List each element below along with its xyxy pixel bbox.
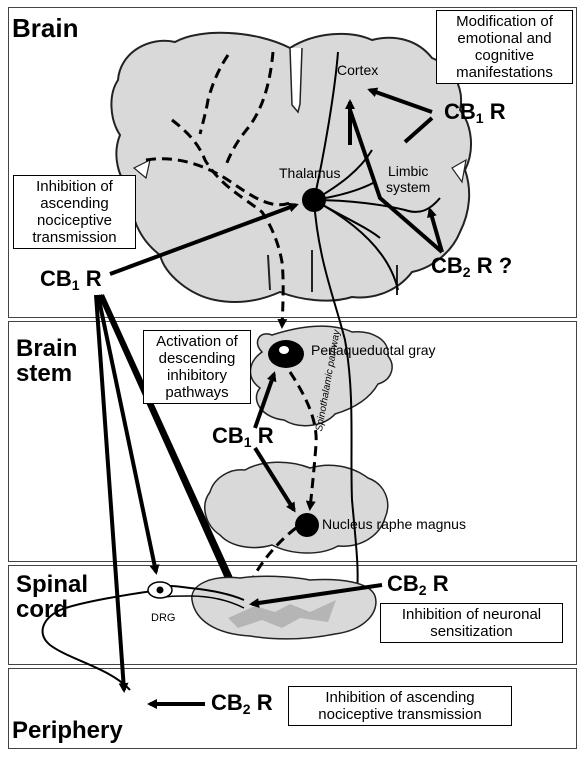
dashed-cortical-pathway [224,51,275,166]
drg-label: DRG [151,612,176,624]
cb1-receptor-label-brain-left: CB1 R [40,266,102,293]
cb-text: CB [212,423,244,448]
cb1-to-thalamus-arrow [109,202,299,276]
brain-sulcus [132,158,467,184]
periaqueductal-gray-nucleus [268,340,304,368]
cb1-receptor-label-brain-top: CB1 R [444,99,506,126]
drg-nerve [41,585,245,691]
cb-text: CB [211,690,243,715]
cb-text: CB [387,571,419,596]
box-line: Activation of [156,333,238,350]
r-text: R [257,423,274,448]
box-line: Inhibition of [36,178,113,195]
neuronal-sensitization-box: Inhibition of neuronal sensitization [380,603,563,643]
limbic-line1: Limbic [387,163,429,179]
section-label-periphery: Periphery [12,717,123,744]
question-mark: ? [498,253,513,278]
cb-subscript: 2 [418,582,427,598]
r-text: R [489,99,506,124]
cb1-to-drg-arrow [96,294,160,575]
cortex-label: Cortex [337,62,379,78]
section-label-spinal-cord: Spinal cord [16,572,88,622]
cb-text: CB [40,266,72,291]
cb-subscript: 2 [242,701,251,717]
thalamic-projection [313,199,399,291]
cb1-to-limbic-arrow [403,116,434,144]
r-text: R [85,266,102,291]
box-line: cognitive [474,47,535,64]
box-line: emotional and [457,30,552,47]
cb2-limbic-arrow [427,207,444,253]
box-line: nociceptive transmission [318,706,482,723]
box-line: Modification of [456,13,553,30]
limbic-system-label: Limbic system [386,163,430,195]
cb2-to-spinal-arrow [249,583,383,608]
nucleus-raphe-magnus-label: Nucleus raphe magnus [322,516,466,532]
brain-fissure [289,47,303,114]
r-text: R [432,571,449,596]
r-text: R [476,253,493,278]
section-label-brain-stem-line2: stem [16,360,73,387]
thalamus-label: Thalamus [279,165,341,181]
cb2-receptor-label-spinal: CB2 R [387,571,449,598]
drg-cell [156,586,164,594]
pag-to-nrm-dashed-arrow [288,371,318,511]
nucleus-raphe-magnus [295,513,319,537]
cb1-to-pag-arrow [253,371,277,429]
cb2-receptor-label-periphery: CB2 R [211,690,273,717]
emotional-cognitive-box: Modification of emotional and cognitive … [436,10,573,84]
medulla-section [204,461,389,554]
cb-subscript: 1 [243,434,252,450]
cb-text: CB [444,99,476,124]
section-label-brain: Brain [12,13,79,43]
cb2-receptor-label-brain: CB2 R ? [431,253,513,280]
cb-subscript: 1 [71,277,80,293]
section-label-brain-stem: Brain stem [16,336,77,386]
box-line: nociceptive [36,212,113,229]
periphery-inhibition-box: Inhibition of ascending nociceptive tran… [288,686,512,726]
cb-subscript: 1 [475,110,484,126]
section-label-spinal-line2: cord [16,596,69,623]
box-line: manifestations [456,64,553,81]
section-label-brain-stem-line1: Brain [16,335,78,362]
box-line: sensitization [430,623,513,640]
cb1-to-periphery-arrow [94,294,129,693]
ascending-inhibition-box: Inhibition of ascending nociceptive tran… [13,175,136,249]
thalamic-projection [313,51,339,201]
box-line: transmission [32,229,117,246]
dashed-cortical-pathway [198,54,230,135]
cb1-to-nrm-arrow [253,446,296,513]
dashed-cortical-pathway [145,157,291,207]
cb1-receptor-label-brainstem: CB1 R [212,423,274,450]
cb-text: CB [431,253,463,278]
r-text: R [256,690,273,715]
cb1-to-spinal-arrow [100,294,242,601]
aqueduct [279,346,289,354]
limbic-line2: system [386,179,431,195]
box-line: inhibitory [166,367,228,384]
box-line: ascending [40,195,109,212]
box-line: Inhibition of ascending [325,689,475,706]
dashed-cortical-pathway [171,118,288,329]
box-line: Inhibition of neuronal [401,606,542,623]
box-line: pathways [165,384,229,401]
section-label-spinal-line1: Spinal [16,571,89,598]
cb1-to-dorsal-horn-arrow [98,294,232,588]
cb-subscript: 2 [462,264,471,280]
periaqueductal-gray-label: Periaqueductal gray [311,342,436,358]
descending-activation-box: Activation of descending inhibitory path… [143,330,251,404]
cb1-to-cortex-arrow [367,87,433,114]
cb2-to-limbic-arrow [348,109,444,254]
box-line: descending [158,350,236,367]
